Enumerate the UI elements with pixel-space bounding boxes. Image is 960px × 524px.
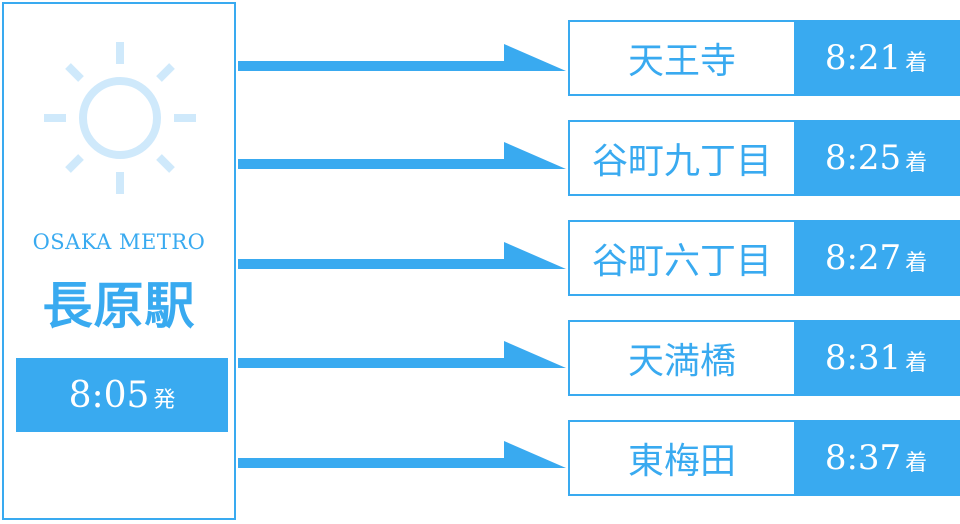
route-arrow-3 [238, 242, 566, 269]
arrival-time-box: 8:25 着 [794, 122, 958, 194]
destination-row: 天王寺 8:21 着 [568, 20, 960, 96]
departure-time: 8:05 [68, 374, 150, 416]
arrival-time-box: 8:27 着 [794, 222, 958, 294]
arrival-time-box: 8:37 着 [794, 422, 958, 494]
destination-row: 天満橋 8:31 着 [568, 320, 960, 396]
arrival-time-box: 8:21 着 [794, 22, 958, 94]
destination-name: 谷町九丁目 [591, 141, 772, 182]
route-arrow-2 [238, 142, 566, 169]
destination-name: 谷町六丁目 [591, 241, 772, 282]
arrival-suffix: 着 [905, 351, 928, 376]
arrival-suffix: 着 [905, 251, 928, 276]
arrival-time: 8:37 [824, 438, 902, 478]
arrival-suffix: 着 [905, 51, 928, 76]
line-name: OSAKA METRO [32, 230, 206, 254]
arrival-time: 8:21 [824, 38, 902, 78]
origin-station-name: 長原駅 [42, 277, 196, 335]
destination-row: 谷町九丁目 8:25 着 [568, 120, 960, 196]
arrival-time-box: 8:31 着 [794, 322, 958, 394]
arrival-suffix: 着 [905, 451, 928, 476]
route-arrow-1 [238, 44, 566, 71]
destination-row: 谷町六丁目 8:27 着 [568, 220, 960, 296]
departure-time-box: 8:05 発 [16, 358, 228, 432]
arrival-time: 8:31 [824, 338, 902, 378]
arrival-time: 8:25 [824, 138, 902, 178]
sun-icon [44, 42, 196, 194]
destination-name: 天満橋 [627, 341, 736, 382]
departure-suffix: 発 [153, 388, 176, 413]
arrival-time: 8:27 [824, 238, 902, 278]
origin-station-card: OSAKA METRO 長原駅 8:05 発 [2, 2, 236, 520]
destination-row: 東梅田 8:37 着 [568, 420, 960, 496]
destination-name: 天王寺 [627, 41, 736, 82]
route-arrow-4 [238, 341, 566, 368]
arrival-suffix: 着 [905, 151, 928, 176]
destination-name: 東梅田 [627, 441, 736, 482]
route-arrow-5 [238, 441, 566, 468]
